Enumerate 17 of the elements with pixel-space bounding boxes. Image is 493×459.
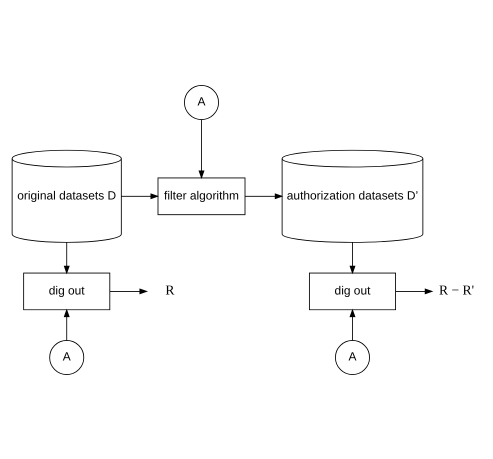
node-box: filter algorithm xyxy=(158,177,246,215)
node-circle: A xyxy=(49,340,84,375)
arrow xyxy=(395,288,434,294)
arrow xyxy=(198,118,204,179)
arrow xyxy=(64,308,70,340)
arrow xyxy=(109,288,148,294)
arrow xyxy=(64,242,70,274)
node-box: dig out xyxy=(308,272,396,310)
arrow xyxy=(350,308,356,340)
arrow xyxy=(350,242,356,274)
node-box: dig out xyxy=(23,272,110,310)
arrow xyxy=(244,192,284,199)
arrow xyxy=(121,192,160,199)
node-circle: A xyxy=(184,84,219,120)
node-circle: A xyxy=(335,340,370,375)
node-text: R xyxy=(165,282,174,298)
node-text: R − R' xyxy=(438,282,474,298)
